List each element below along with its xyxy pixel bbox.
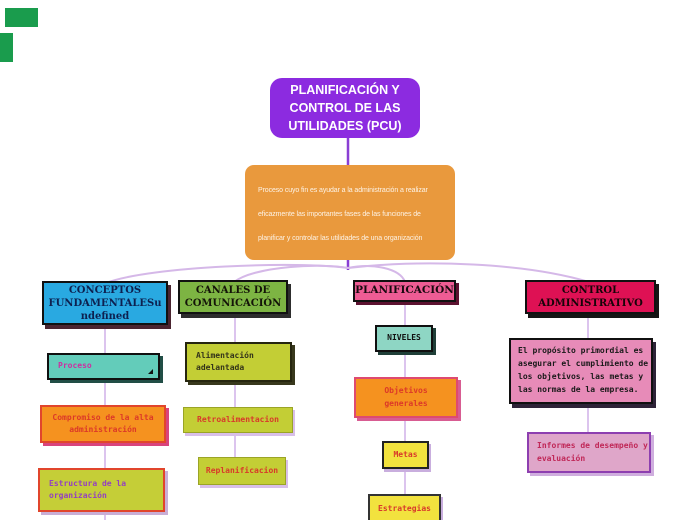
summary-line: eficazmente las importantes fases de las… — [258, 211, 421, 218]
branch-header-canales[interactable]: CANALES DE COMUNICACIÓN — [178, 280, 288, 314]
node-proceso[interactable]: Proceso — [47, 353, 160, 380]
node-informes-desempeno[interactable]: Informes de desempeño y evaluación — [527, 432, 651, 473]
node-replanificacion[interactable]: Replanificacion — [198, 457, 286, 485]
summary-line: Proceso cuyo fin es ayudar a la administ… — [258, 187, 428, 194]
node-label: Objetivos generales — [384, 386, 428, 408]
summary-line: planificar y controlar las utilidades de… — [258, 235, 423, 242]
node-label: El propósito primordial es asegurar el c… — [518, 346, 649, 394]
node-label: Metas — [393, 449, 418, 459]
node-niveles[interactable]: NIVELES — [375, 325, 433, 352]
node-estructura-organizacion[interactable]: Estructura de la organización — [38, 468, 165, 512]
node-label: Compromiso de la alta administración — [52, 412, 154, 434]
node-alimentacion-adelantada[interactable]: Alimentación adelantada — [185, 342, 292, 382]
node-label: Proceso — [58, 361, 92, 371]
node-label: Estructura de la organización — [49, 478, 127, 500]
branch-curve-control — [347, 262, 590, 283]
node-metas[interactable]: Metas — [382, 441, 429, 469]
summary-node[interactable]: Proceso cuyo fin es ayudar a la administ… — [245, 165, 455, 260]
node-compromiso-alta-administracion[interactable]: Compromiso de la alta administración — [40, 405, 166, 443]
green-overlay-box — [5, 8, 38, 27]
branch-header-label: CONCEPTOS FUNDAMENTALESundefined — [48, 284, 162, 322]
node-retroalimentacion[interactable]: Retroalimentacion — [183, 407, 293, 433]
root-node-label: PLANIFICACIÓN Y CONTROL DE LAS UTILIDADE… — [288, 82, 402, 134]
node-objetivos-generales[interactable]: Objetivos generales — [354, 377, 458, 418]
node-label: NIVELES — [387, 333, 421, 343]
node-label: Informes de desempeño y evaluación — [537, 441, 648, 463]
node-label: Estrategias — [378, 503, 431, 513]
root-node[interactable]: PLANIFICACIÓN Y CONTROL DE LAS UTILIDADE… — [270, 78, 420, 138]
green-overlay-box — [0, 33, 13, 62]
branch-curve-canales — [233, 264, 349, 283]
node-control-proposito[interactable]: El propósito primordial es asegurar el c… — [509, 338, 653, 404]
branch-header-label: CANALES DE COMUNICACIÓN — [184, 285, 282, 309]
node-label: Replanificacion — [205, 465, 279, 475]
collapse-corner-icon[interactable] — [148, 369, 153, 374]
node-estrategias[interactable]: Estrategias — [368, 494, 441, 520]
node-label: Retroalimentacion — [197, 414, 279, 424]
node-label: Alimentación adelantada — [196, 350, 254, 372]
branch-header-conceptos[interactable]: CONCEPTOS FUNDAMENTALESundefined — [42, 281, 168, 325]
branch-header-label: CONTROL ADMINISTRATIVO — [538, 285, 643, 309]
branch-header-planificacion[interactable]: PLANIFICACIÓN — [353, 280, 456, 302]
branch-header-control[interactable]: CONTROL ADMINISTRATIVO — [525, 280, 656, 314]
branch-header-label: PLANIFICACIÓN — [355, 284, 454, 297]
